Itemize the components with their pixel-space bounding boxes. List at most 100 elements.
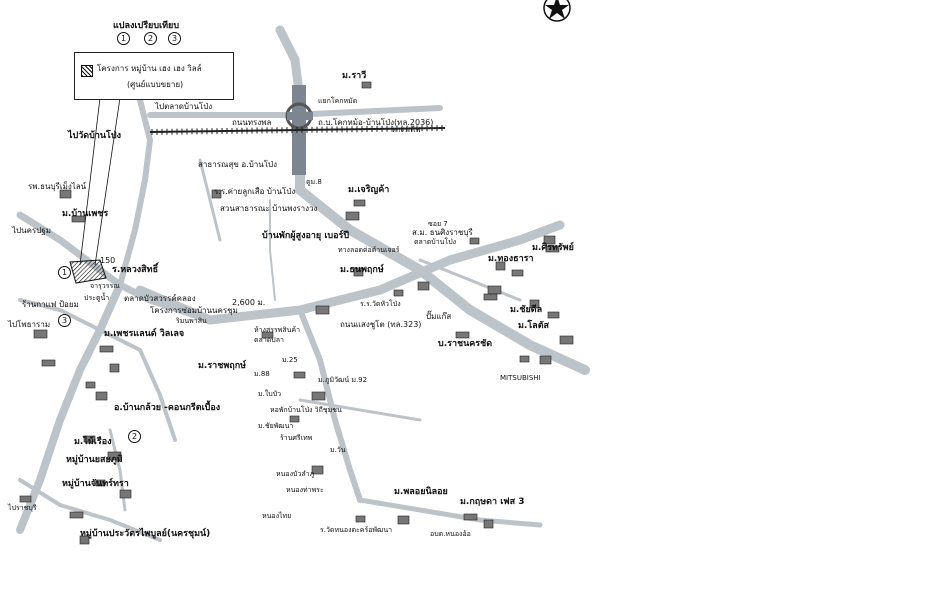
label-m-phet-land: ม.เพชรแลนด์ วิลเลจ <box>104 329 185 339</box>
building-icon <box>107 451 122 461</box>
building-icon <box>315 305 330 315</box>
building-icons <box>19 81 574 545</box>
marker-1: 1 <box>117 32 130 45</box>
legend-project-name: โครงการ หมู่บ้าน เฮง เฮง วิลล์ <box>97 64 202 73</box>
label-pai-talat: ไปตลาดบ้านโป่ง <box>155 102 213 111</box>
building-icon <box>463 513 478 521</box>
label-toom8: ตูม.8 <box>306 178 322 186</box>
label-rim-park: ริมนพาสิน <box>176 317 207 325</box>
label-talat-ban-pong: ตลาดบ้านโป่ง <box>414 238 457 246</box>
label-nakhon-project: โครงการซ่อมบ้านนครชุม <box>150 306 238 315</box>
label-tunnel: ทางลอดต่อต้านเจอร์ <box>338 246 400 254</box>
building-icon <box>19 495 32 503</box>
label-park: สวนสาธารณะ บ้านพงรางวง <box>220 204 318 213</box>
label-pai-ratchaburi: ไปราชบุรี <box>8 504 37 512</box>
label-m-pon-in: ม.พลอยนิลอย <box>394 487 448 497</box>
label-nongsit: ร.หลวงสิทธิ์ <box>112 265 159 275</box>
map-marker-1: 1 <box>58 266 71 279</box>
label-village-chan: หมู่บ้านจันทร์ทรา <box>62 479 129 489</box>
building-icon <box>95 391 108 401</box>
label-m-wan: ม.วัน <box>330 446 346 454</box>
label-school: ร.ร.ค่ายลูกเสือ บ้านโป่ง <box>214 187 296 196</box>
building-icon <box>99 345 114 353</box>
label-ban-phak: บ้านพักผู้สูงอายุ เบอร์ปี <box>262 231 350 241</box>
building-icon <box>495 261 506 271</box>
building-icon <box>559 335 574 345</box>
label-coffee: ร้านกาแฟ ป้อยม <box>22 300 79 309</box>
building-icon <box>417 281 430 291</box>
label-prachuap: ประตูน้ำ <box>84 294 110 302</box>
building-icon <box>361 81 372 89</box>
label-m-ban-phet: ม.บ้านเพชร <box>62 209 109 219</box>
label-m-rewaduk: บ.ราชนครชัด <box>438 339 493 349</box>
label-nong-bua: หนองบัวลำภู <box>276 470 315 478</box>
marker-2: 2 <box>144 32 157 45</box>
building-icon <box>95 479 106 487</box>
building-icon <box>483 293 498 301</box>
label-nong-bua-tha: หนองท่าพระ <box>286 486 324 494</box>
label-saeng-market: แยกโคกหมัด <box>318 97 358 105</box>
building-icon <box>261 331 274 339</box>
label-phong-baan: หอพักบ้านโป่ง วิถีชุมชน <box>270 406 342 414</box>
marker-3: 3 <box>168 32 181 45</box>
building-icon <box>353 199 366 207</box>
map-marker-2: 2 <box>128 430 141 443</box>
building-icon <box>511 269 524 277</box>
label-m92: ม.ภูมิวัฒน์ ม.92 <box>318 376 368 384</box>
building-icon <box>529 299 540 309</box>
building-icon <box>311 465 324 475</box>
label-village-karn: หมู่บ้านยสยภูมิ <box>66 455 123 465</box>
label-ban-kluay: อ.บ้านกล้วย -คอนกรีตเบื้อง <box>114 403 221 413</box>
label-m-krisda: ม.กฤษดา เฟส 3 <box>460 497 525 507</box>
label-pai-photharam: ไปโพธาราม <box>8 320 51 329</box>
label-m-bua: ม.ใบบัว <box>258 390 282 398</box>
label-talat-market: ตลาดบัวสวรรค์คลอง <box>124 294 196 303</box>
building-icon <box>393 289 404 297</box>
building-icon <box>355 515 366 523</box>
label-saeng-chuto: ถนนแสงชูโต (ทล.323) <box>340 320 422 329</box>
label-m-thanakrit: ม.ธนพฤกษ์ <box>340 265 384 275</box>
label-soi7: ซอย 7 <box>428 220 448 228</box>
building-icon <box>469 237 480 245</box>
label-wat-nong: ร.วัดหนองตะคร้อพัฒนา <box>320 526 393 534</box>
label-m-chai: ม.ชัยพัฒนา <box>258 422 294 430</box>
building-icon <box>83 435 96 443</box>
label-jaruwan: จารุวรรณ <box>90 282 120 290</box>
building-icon <box>33 329 48 339</box>
label-mitsubishi: MITSUBISHI <box>500 374 541 382</box>
label-village-pattaya: หมู่บ้านประวัตรไพบูลย์(นครชุมน์) <box>80 529 211 539</box>
legend-project-sub: (ศูนย์แบบขยาย) <box>127 80 184 89</box>
legend-leader-lines <box>79 97 121 266</box>
label-pai-nakhon: ไปนครปฐม <box>12 226 51 235</box>
building-icon <box>547 311 560 319</box>
building-icon <box>119 489 132 499</box>
building-icon <box>487 285 502 295</box>
label-distance: 2,600 ม. <box>232 298 266 307</box>
legend: โครงการ หมู่บ้าน เฮง เฮง วิลล์ (ศูนย์แบบ… <box>74 52 234 100</box>
building-icon <box>79 535 90 545</box>
label-school-chaiyo: ส.ม. ธนศิงราชบุรี <box>412 228 473 237</box>
label-km25: ม.25 <box>282 356 298 364</box>
map-marker-3: 3 <box>58 314 71 327</box>
building-icon <box>85 381 96 389</box>
railway-line <box>149 125 446 135</box>
label-m-thong-thara: ม.ทองธารา <box>488 254 534 264</box>
label-m-mai-ruang: ม.ไม้เรือง <box>74 437 112 447</box>
building-icon <box>211 189 222 199</box>
north-arrow-icon <box>543 0 571 22</box>
label-hospital: รพ.ธนบุรีเม็งไลน์ <box>28 182 87 191</box>
building-icon <box>109 363 120 373</box>
label-a-nong-chai: อบต.หนองอ้อ <box>430 530 471 538</box>
hatch-swatch-icon <box>81 65 93 77</box>
label-talat-wat: ตลาดปลา <box>254 336 284 344</box>
building-icon <box>41 359 56 367</box>
label-hwy-2036: ถ.บ.โคกหม้อ-บ้านโป่ง(ทล.2036) <box>318 118 434 127</box>
label-songphon: ถนนทรงพล <box>232 118 272 127</box>
label-railway: ทางรถไฟ <box>392 126 421 134</box>
label-nong-thai: หนองไทย <box>262 512 292 520</box>
label-m88: ม.88 <box>254 370 270 378</box>
building-icon <box>455 331 470 339</box>
label-m-rari: ม.ราวี <box>342 71 367 81</box>
label-m-lotus: ม.โลตัส <box>518 321 550 331</box>
